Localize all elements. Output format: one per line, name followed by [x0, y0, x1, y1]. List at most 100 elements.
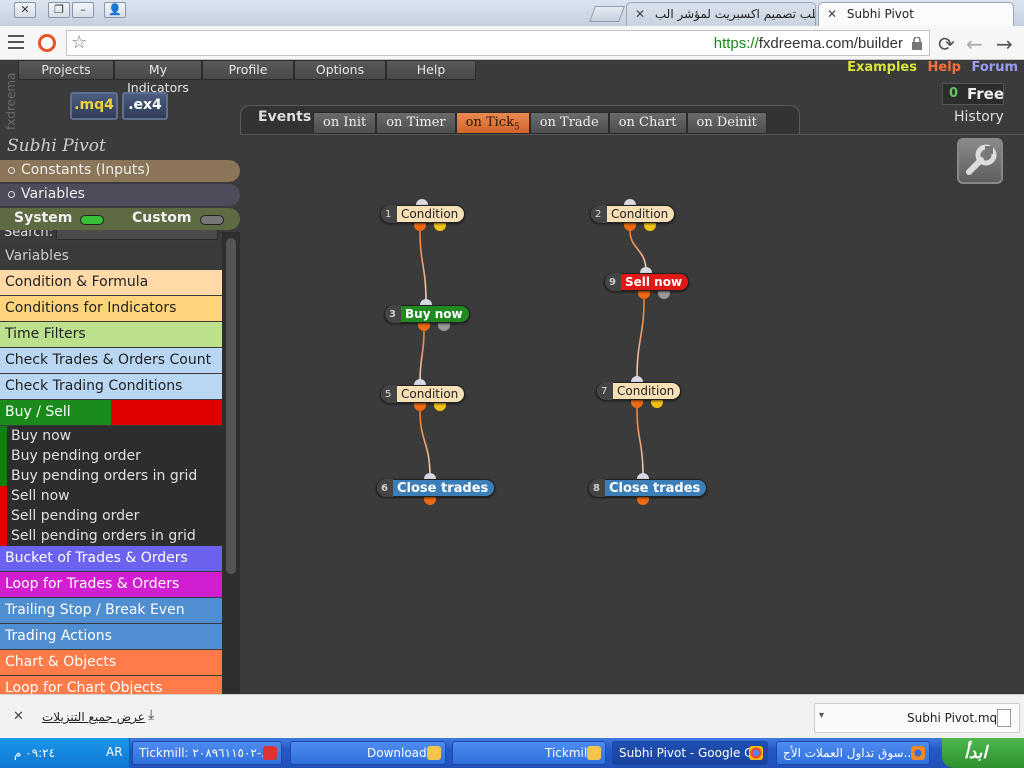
- category-check-trading-conditions[interactable]: Check Trading Conditions: [0, 374, 222, 400]
- taskbar-item-tickmill[interactable]: Tickmill: [452, 741, 606, 765]
- block-number: 7: [601, 386, 608, 397]
- category-condition-formula[interactable]: Condition & Formula: [0, 270, 222, 296]
- category-variables[interactable]: Variables: [0, 244, 222, 270]
- tab-on-deinit[interactable]: on Deinit: [686, 112, 767, 134]
- download-bar-close-icon[interactable]: ✕: [13, 709, 24, 724]
- category-trailing-stop-break-even[interactable]: Trailing Stop / Break Even: [0, 598, 222, 624]
- taskbar-item-downloads[interactable]: Downloads: [290, 741, 446, 765]
- category-time-filters[interactable]: Time Filters: [0, 322, 222, 348]
- category-conditions-for-indicators[interactable]: Conditions for Indicators: [0, 296, 222, 322]
- events-tabs: on Init on Timer on Tick5 on Trade on Ch…: [313, 112, 767, 134]
- events-label: Events: [258, 109, 312, 125]
- download-item[interactable]: ▾ Subhi Pivot.mq4: [814, 703, 1020, 733]
- category-loop-for-trades-orders[interactable]: Loop for Trades & Orders: [0, 572, 222, 598]
- palette-item-sell-now[interactable]: Sell now: [0, 486, 222, 506]
- menu-icon[interactable]: [8, 35, 24, 49]
- menu-options[interactable]: Options: [294, 60, 386, 80]
- palette-item-buy-now[interactable]: Buy now: [0, 426, 222, 446]
- show-all-downloads-link[interactable]: عرض جميع التنزيلات: [42, 710, 145, 724]
- taskbar: ٠٩:٢٤ م AR Tickmill: ٢٠٨٩٦١١٥٠٢-... Down…: [0, 738, 1024, 768]
- forum-link[interactable]: Forum: [971, 60, 1019, 75]
- back-icon[interactable]: ←: [966, 32, 983, 56]
- project-title: Subhi Pivot: [7, 136, 106, 156]
- block-label: Buy now: [405, 307, 463, 321]
- help-link[interactable]: Help: [927, 60, 961, 75]
- menu-profile[interactable]: Profile: [202, 60, 294, 80]
- download-menu-chevron-icon[interactable]: ▾: [819, 710, 825, 721]
- tab-active[interactable]: ✕ Subhi Pivot: [818, 2, 1014, 26]
- profile-button[interactable]: 👤: [104, 2, 126, 18]
- chrome-icon: [749, 746, 763, 760]
- wrench-tool-button[interactable]: [957, 138, 1003, 184]
- free-label: Free: [967, 85, 1005, 103]
- history-link[interactable]: History: [954, 109, 1004, 125]
- palette-item-buy-pending-orders-in-grid[interactable]: Buy pending orders in grid: [0, 466, 222, 486]
- tab-on-init[interactable]: on Init: [313, 112, 377, 134]
- download-file-name: Subhi Pivot.mq4: [907, 711, 1005, 725]
- tab-close-icon[interactable]: ✕: [827, 7, 838, 21]
- tab-close-icon[interactable]: ✕: [635, 7, 646, 21]
- window-minimize-button[interactable]: –: [72, 2, 94, 18]
- constants-section[interactable]: Constants (Inputs): [0, 160, 240, 182]
- palette-item-buy-pending-order[interactable]: Buy pending order: [0, 446, 222, 466]
- custom-label: Custom: [132, 210, 192, 226]
- category-loop-for-chart-objects[interactable]: Loop for Chart Objects: [0, 676, 222, 694]
- palette-item-sell-pending-orders-in-grid[interactable]: Sell pending orders in grid: [0, 526, 222, 546]
- tab-inactive[interactable]: ✕ طلب تصميم اكسبريت لمؤشر الب: [626, 2, 816, 26]
- taskbar-item-firefox[interactable]: سوق تداول العملات الأج...: [776, 741, 930, 765]
- block-number: 9: [609, 277, 616, 288]
- start-button[interactable]: ابدأ: [942, 738, 1024, 768]
- new-tab-button[interactable]: [589, 6, 625, 22]
- tab-on-tick[interactable]: on Tick5: [455, 112, 530, 134]
- menu-my-indicators[interactable]: My Indicators: [114, 60, 202, 95]
- category-trading-actions[interactable]: Trading Actions: [0, 624, 222, 650]
- menu-projects[interactable]: Projects: [18, 60, 114, 80]
- search-input[interactable]: [56, 230, 218, 240]
- address-bar[interactable]: ☆ https://fxdreema.com/builder: [66, 30, 930, 56]
- window-close-button[interactable]: ✕: [14, 2, 36, 18]
- custom-toggle[interactable]: [200, 215, 224, 225]
- window-restore-button[interactable]: ❐: [48, 2, 70, 18]
- tab-on-chart[interactable]: on Chart: [608, 112, 687, 134]
- scrollbar-thumb[interactable]: [226, 238, 236, 574]
- variables-section[interactable]: Variables: [0, 184, 240, 206]
- opera-extension-icon[interactable]: [38, 34, 56, 52]
- block-number-tab: [605, 273, 621, 291]
- wrench-icon: [966, 144, 997, 175]
- block-label: Condition: [401, 387, 459, 401]
- reload-icon[interactable]: ⟳: [938, 32, 955, 56]
- category-bucket-of-trades-orders[interactable]: Bucket of Trades & Orders: [0, 546, 222, 572]
- taskbar-item-tickmill-terminal[interactable]: Tickmill: ٢٠٨٩٦١١٥٠٢-...: [132, 741, 282, 765]
- bookmark-star-icon[interactable]: ☆: [71, 32, 88, 53]
- toggle-circle-icon: [8, 190, 15, 198]
- format-ex4-button[interactable]: .ex4: [122, 92, 168, 120]
- menu-help[interactable]: Help: [386, 60, 476, 80]
- folder-icon: [427, 746, 441, 760]
- format-mq4-button[interactable]: .mq4: [70, 92, 118, 120]
- examples-link[interactable]: Examples: [847, 60, 917, 75]
- block-number-tab: [385, 305, 401, 323]
- category-chart-objects[interactable]: Chart & Objects: [0, 650, 222, 676]
- palette-item-sell-pending-order[interactable]: Sell pending order: [0, 506, 222, 526]
- block-number-tab: [377, 479, 393, 497]
- connection-2-to-9: [629, 230, 647, 272]
- tab-on-trade[interactable]: on Trade: [529, 112, 609, 134]
- palette-scrollbar[interactable]: [222, 232, 240, 694]
- download-bar: ✕ عرض جميع التنزيلات ⤓ ▾ Subhi Pivot.mq4: [0, 694, 1024, 738]
- category-buy-sell[interactable]: Buy / Sell: [0, 400, 222, 426]
- taskbar-item-chrome[interactable]: Subhi Pivot - Google C...: [612, 741, 768, 765]
- forward-icon[interactable]: →: [996, 32, 1013, 56]
- tab-on-timer[interactable]: on Timer: [376, 112, 456, 134]
- language-indicator[interactable]: AR: [106, 745, 123, 759]
- category-check-trades-orders-count[interactable]: Check Trades & Orders Count: [0, 348, 222, 374]
- system-toggle[interactable]: [80, 215, 104, 225]
